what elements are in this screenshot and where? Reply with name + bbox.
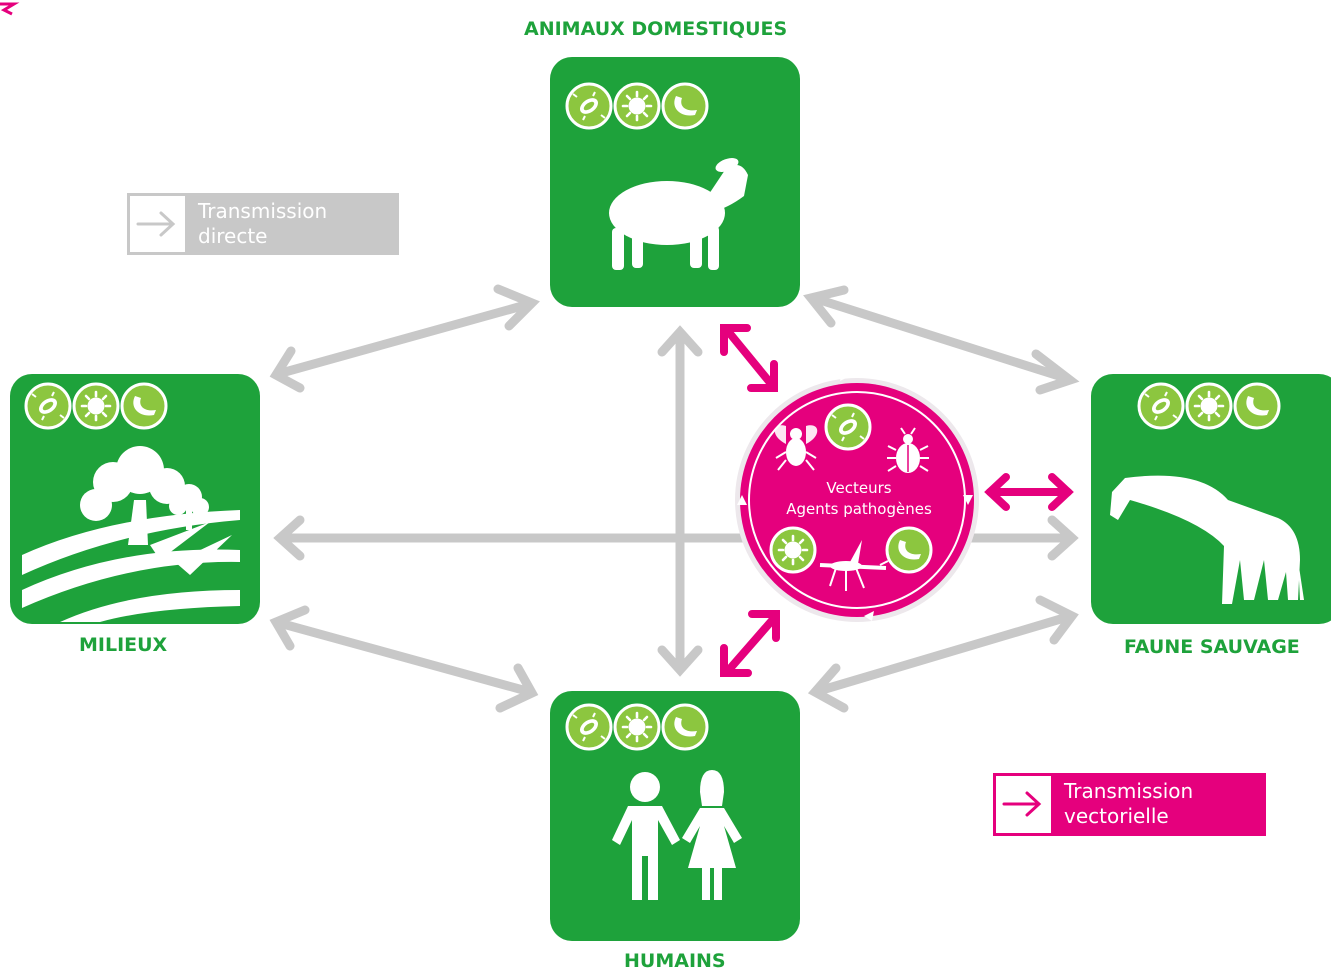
label-milieux: MILIEUX — [79, 634, 168, 656]
arrow-milieux-humains — [269, 605, 539, 713]
legend-direct-line2: directe — [198, 224, 268, 248]
legend-vector-line1: Transmission — [1064, 779, 1194, 803]
vector-arrows — [720, 324, 1074, 677]
beetle-icon — [887, 427, 929, 473]
hub-line-pathogenes: Agents pathogènes — [786, 500, 932, 518]
virus-icon — [769, 526, 817, 574]
legend-direct-line1: Transmission — [198, 199, 328, 223]
corner-mark — [0, 2, 20, 16]
node-humains-box — [550, 691, 800, 941]
giraffe-icon — [1110, 475, 1304, 604]
node-animaux-box — [550, 57, 800, 307]
label-animaux-domestiques: ANIMAUX DOMESTIQUES — [524, 18, 788, 40]
legend-direct: Transmission directe — [127, 193, 399, 255]
legend-vector-swatch — [993, 773, 1054, 836]
sheep-icon — [609, 158, 748, 270]
hub-line-vecteurs: Vecteurs — [826, 479, 892, 497]
mosquito-icon — [819, 540, 889, 591]
landscape-icon — [22, 446, 240, 622]
vector-arrow-faune — [984, 473, 1074, 511]
label-humains: HUMAINS — [624, 950, 726, 972]
arrow-right-icon — [1002, 791, 1042, 817]
legend-direct-swatch — [127, 193, 188, 255]
arrow-animaux-faune — [803, 285, 1080, 395]
cycle-arrowheads — [737, 371, 973, 621]
legend-direct-text: Transmission directe — [188, 193, 399, 255]
fly-icon — [774, 425, 818, 471]
node-faune-box — [1091, 374, 1331, 624]
legend-vector-line2: vectorielle — [1064, 804, 1169, 828]
vector-hub — [735, 371, 979, 622]
legend-vector: Transmission vectorielle — [993, 773, 1266, 836]
people-icon — [612, 770, 742, 900]
vector-arrow-humains — [720, 610, 780, 677]
direct-arrows — [269, 284, 1080, 713]
vector-hub-label: Vecteurs Agents pathogènes — [740, 478, 978, 520]
parasite-icon — [885, 526, 933, 574]
legend-vector-text: Transmission vectorielle — [1054, 773, 1266, 836]
bacteria-icon — [824, 403, 872, 451]
label-faune-sauvage: FAUNE SAUVAGE — [1124, 636, 1300, 658]
arrow-animaux-humains — [657, 325, 703, 677]
arrow-right-icon — [136, 211, 176, 237]
arrow-milieux-animaux — [269, 284, 540, 393]
vector-arrow-animaux — [720, 324, 778, 392]
arrow-humains-faune — [807, 595, 1079, 713]
node-milieux-box — [10, 374, 260, 624]
